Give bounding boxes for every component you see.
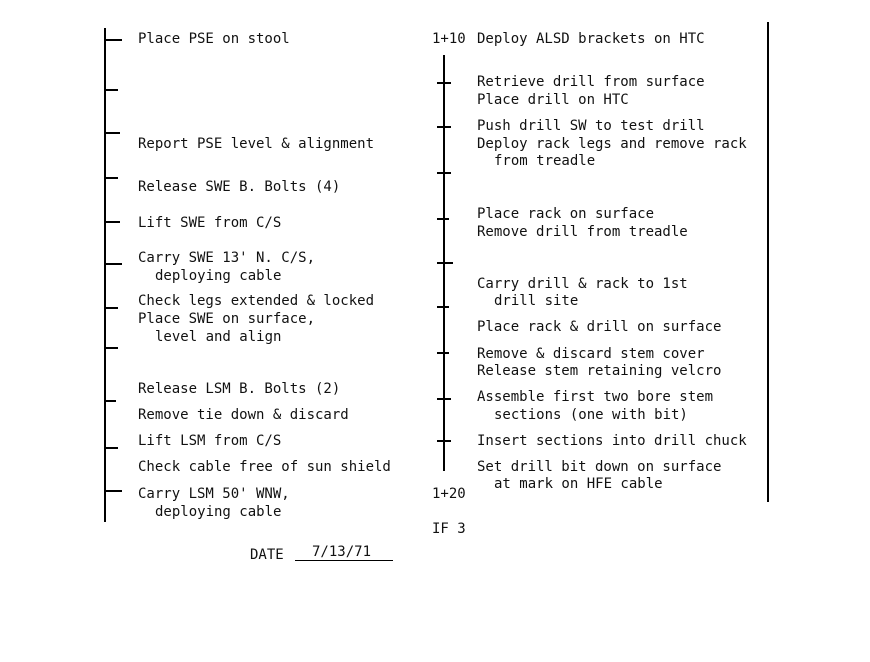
step: Insert sections into drill chuck [477, 433, 747, 449]
date-label: DATE [250, 547, 284, 563]
step: Check cable free of sun shield [138, 459, 391, 475]
step: level and align [155, 329, 282, 345]
step: Place drill on HTC [477, 92, 629, 108]
step: Carry drill & rack to 1st [477, 276, 688, 292]
step: Release stem retaining velcro [477, 363, 722, 379]
step: Lift LSM from C/S [138, 433, 282, 449]
step: Carry SWE 13' N. C/S, [138, 250, 316, 266]
step: Place PSE on stool [138, 31, 290, 47]
date-underline [295, 560, 393, 561]
step: sections (one with bit) [494, 407, 688, 423]
step: Place rack on surface [477, 206, 655, 222]
step: Place SWE on surface, [138, 311, 316, 327]
step: Remove drill from treadle [477, 224, 688, 240]
date-value: 7/13/71 [312, 544, 372, 560]
step: Report PSE level & alignment [138, 136, 375, 152]
page-marker: IF 3 [432, 521, 466, 537]
step: Check legs extended & locked [138, 293, 375, 309]
step: Lift SWE from C/S [138, 215, 282, 231]
step: Deploy rack legs and remove rack [477, 136, 747, 152]
time-end: 1+20 [432, 486, 466, 502]
step: Set drill bit down on surface [477, 459, 722, 475]
step: Retrieve drill from surface [477, 74, 705, 90]
step: Remove & discard stem cover [477, 346, 705, 362]
step: Release SWE B. Bolts (4) [138, 179, 341, 195]
step: Deploy ALSD brackets on HTC [477, 31, 705, 47]
right-border [767, 22, 769, 502]
step: deploying cable [155, 268, 282, 284]
step: from treadle [494, 153, 596, 169]
step: Place rack & drill on surface [477, 319, 722, 335]
step: Assemble first two bore stem [477, 389, 714, 405]
step: deploying cable [155, 504, 282, 520]
step: Push drill SW to test drill [477, 118, 705, 134]
left-timeline [104, 28, 106, 522]
time-start: 1+10 [432, 31, 466, 47]
step: drill site [494, 293, 579, 309]
step: Release LSM B. Bolts (2) [138, 381, 341, 397]
step: Remove tie down & discard [138, 407, 349, 423]
step: at mark on HFE cable [494, 476, 663, 492]
step: Carry LSM 50' WNW, [138, 486, 290, 502]
